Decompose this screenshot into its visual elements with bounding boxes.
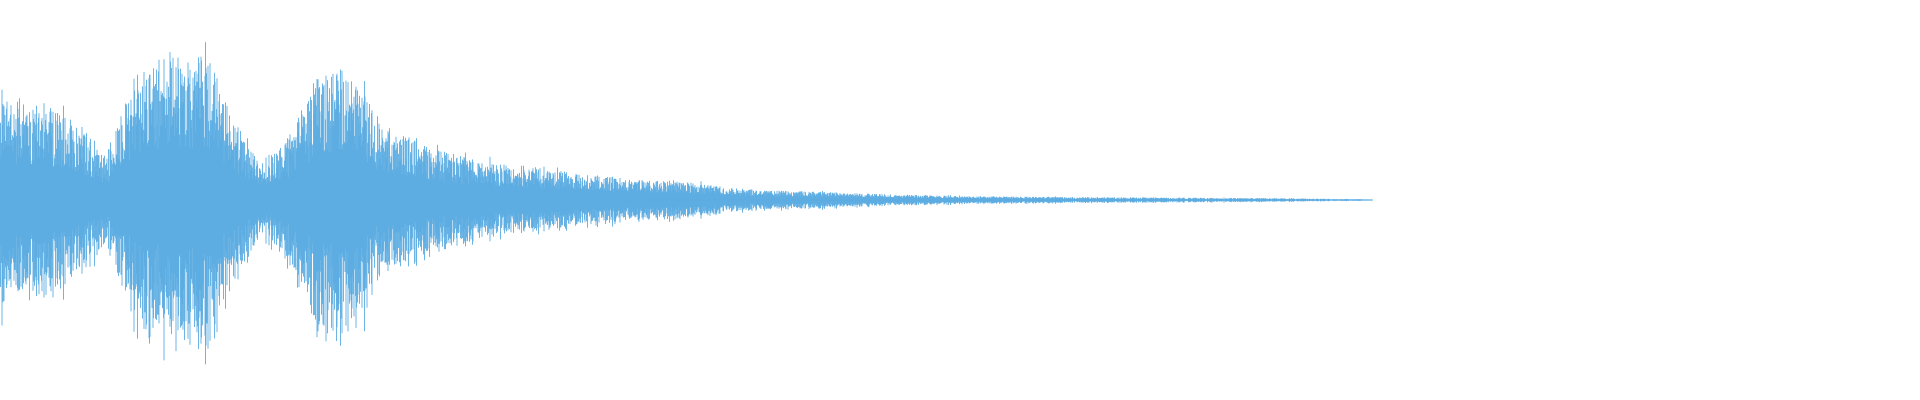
waveform-samples [0,42,1372,365]
